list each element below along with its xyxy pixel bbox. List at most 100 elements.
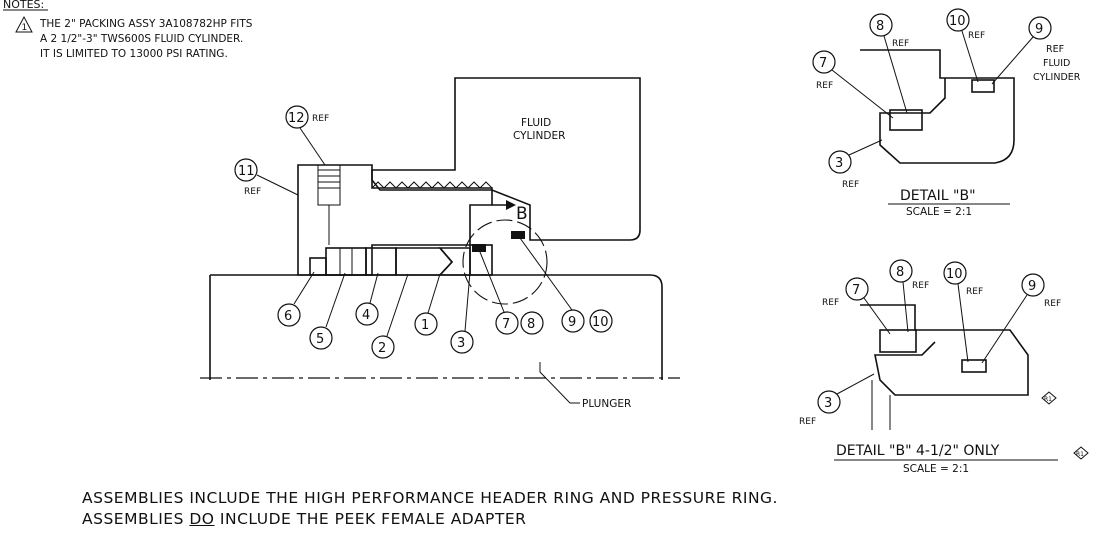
detail-b-view: 8 REF 10 REF 9 REF FLUID CYLINDER 7 REF …	[812, 8, 1081, 218]
svg-text:1: 1	[421, 318, 429, 333]
footer-line-2-prefix: ASSEMBLIES	[82, 510, 190, 528]
svg-text:2: 2	[378, 341, 386, 356]
svg-text:3: 3	[824, 396, 832, 411]
detail-b-circle	[462, 219, 548, 305]
detail-b-412-title: DETAIL "B" 4-1/2" ONLY	[836, 443, 1000, 459]
svg-text:REF: REF	[822, 298, 839, 308]
detail-b-412-housing	[860, 304, 1029, 396]
svg-text:4: 4	[362, 308, 370, 323]
main-section-view: FLUID CYLINDER PLUNGER B 12	[200, 77, 680, 410]
note-line-1: THE 2" PACKING ASSY 3A108782HP FITS	[39, 18, 253, 30]
svg-text:8: 8	[876, 19, 884, 34]
balloon-3: 3	[450, 271, 474, 354]
svg-text:REF: REF	[816, 81, 833, 91]
svg-text:7: 7	[819, 56, 827, 71]
svg-text:REF: REF	[892, 39, 909, 49]
svg-text:FLUID: FLUID	[1043, 58, 1070, 69]
svg-text:5: 5	[316, 332, 324, 347]
svg-text:10: 10	[592, 315, 609, 330]
detail-b-oring-10	[971, 79, 995, 93]
svg-text:8: 8	[896, 265, 904, 280]
detail-b-balloon-3: 3 REF	[828, 139, 883, 190]
svg-text:REF: REF	[312, 114, 329, 124]
detail-b-balloon-10: 10 REF	[946, 8, 985, 83]
revision-mark-1: R1	[1041, 391, 1057, 405]
balloon-9-10: 9 10	[519, 237, 613, 333]
note-flag-triangle	[15, 15, 33, 33]
balloon-2: 2	[371, 273, 409, 359]
detail-b-balloon-9: 9 REF FLUID CYLINDER	[991, 16, 1081, 85]
note-flag-number: 1	[22, 23, 28, 33]
footer-line-1: ASSEMBLIES INCLUDE THE HIGH PERFORMANCE …	[82, 489, 778, 507]
detail-b-housing	[860, 49, 1015, 164]
detail-b-balloon-8: 8 REF	[869, 13, 909, 114]
fluid-cylinder-label-bg	[505, 108, 580, 144]
svg-text:REF: REF	[1044, 299, 1061, 309]
svg-text:R1: R1	[1044, 396, 1052, 403]
detail-b-412-balloon-9: 9 REF	[981, 273, 1061, 364]
balloon-11	[234, 158, 258, 182]
plunger-label: PLUNGER	[582, 398, 631, 410]
detail-b-scale: SCALE = 2:1	[906, 206, 972, 218]
detail-b-412-oring-8	[879, 329, 917, 353]
svg-text:3: 3	[835, 156, 843, 171]
gland-threads	[371, 181, 493, 189]
note-line-2: A 2 1/2"-3" TWS600S FLUID CYLINDER.	[40, 33, 243, 45]
detail-b-balloon-7: 7 REF	[812, 50, 894, 119]
svg-text:11: 11	[238, 164, 255, 179]
packing-ring-1	[438, 247, 471, 276]
oring-9-10	[511, 231, 525, 239]
svg-text:REF: REF	[912, 281, 929, 291]
revision-mark-2: R1	[1073, 446, 1089, 460]
fluid-cylinder-body	[371, 77, 641, 241]
detail-b-412-balloon-10: 10 REF	[943, 261, 983, 363]
packing-ring-6	[309, 257, 327, 276]
packing-ring-4	[365, 247, 397, 276]
balloon-5: 5	[309, 272, 346, 350]
svg-text:8: 8	[527, 317, 535, 332]
detail-b-412-scale: SCALE = 2:1	[903, 463, 969, 475]
balloon-7-8: 7 8	[479, 251, 544, 335]
detail-b-412-view: 8 REF 10 REF 9 REF 7 REF 3 REF	[799, 259, 1089, 475]
svg-text:REF: REF	[968, 31, 985, 41]
fluid-cylinder-label-2: CYLINDER	[513, 130, 565, 142]
detail-b-title: DETAIL "B"	[900, 188, 976, 204]
notes-heading: NOTES:	[3, 0, 44, 11]
balloon-4: 4	[355, 272, 379, 326]
detail-b-412-balloon-8: 8 REF	[889, 259, 929, 333]
svg-text:REF: REF	[966, 287, 983, 297]
packing-ring-5	[325, 247, 367, 276]
detail-b-412-oring-10	[961, 359, 987, 373]
svg-text:REF: REF	[799, 417, 816, 427]
svg-text:REF: REF	[1046, 44, 1064, 55]
svg-text:7: 7	[502, 317, 510, 332]
svg-text:9: 9	[568, 315, 576, 330]
note-line-3: IT IS LIMITED TO 13000 PSI RATING.	[40, 48, 228, 60]
notes-block: NOTES: 1 THE 2" PACKING ASSY 3A108782HP …	[3, 0, 253, 60]
detail-b-letter: B	[516, 204, 528, 224]
fluid-cylinder-label-1: FLUID	[521, 117, 551, 129]
svg-text:REF: REF	[842, 180, 859, 190]
svg-text:12: 12	[288, 111, 305, 126]
balloon-12	[285, 105, 309, 129]
svg-text:7: 7	[852, 283, 860, 298]
footer-line-2: ASSEMBLIES DO INCLUDE THE PEEK FEMALE AD…	[82, 510, 526, 528]
svg-text:R1: R1	[1076, 451, 1084, 458]
detail-b-412-balloon-3: 3 REF	[799, 373, 875, 427]
grease-port	[317, 164, 341, 206]
balloon-1: 1	[414, 273, 441, 336]
svg-text:10: 10	[946, 267, 963, 282]
svg-text:3: 3	[457, 336, 465, 351]
svg-text:10: 10	[949, 14, 966, 29]
svg-text:6: 6	[284, 309, 292, 324]
oring-7-8	[472, 244, 486, 252]
footer-line-2-suffix: INCLUDE THE PEEK FEMALE ADAPTER	[214, 510, 527, 528]
plunger-outline	[210, 274, 663, 380]
footer-line-2-emphasis: DO	[189, 510, 215, 528]
svg-text:9: 9	[1028, 279, 1036, 294]
svg-text:CYLINDER: CYLINDER	[1033, 72, 1081, 83]
svg-text:9: 9	[1035, 22, 1043, 37]
detail-b-412-balloon-7: 7 REF	[822, 277, 891, 335]
svg-text:REF: REF	[244, 187, 261, 197]
